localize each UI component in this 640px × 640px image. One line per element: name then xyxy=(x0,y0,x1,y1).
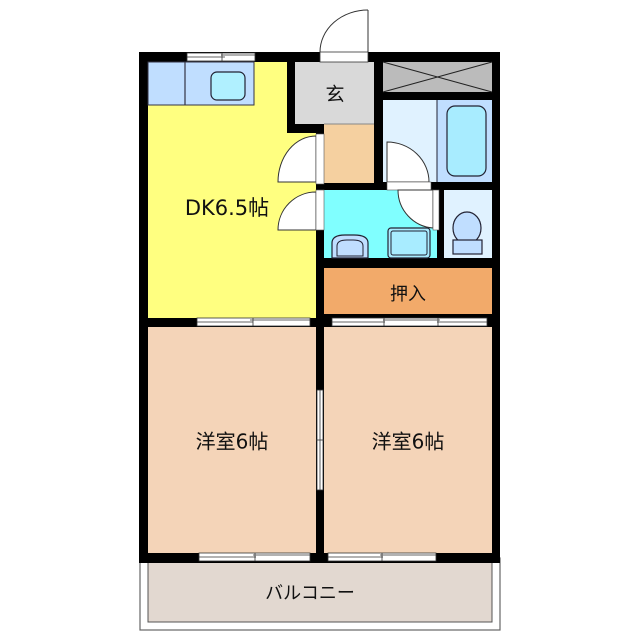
washing-machine-icon xyxy=(387,227,431,259)
bath-door xyxy=(386,141,432,191)
dk-floor xyxy=(148,62,316,318)
western-room-2-floor xyxy=(324,327,492,553)
genkan-floor xyxy=(295,62,374,124)
balcony-floor xyxy=(147,561,493,623)
oshiire-closet xyxy=(324,268,492,314)
sliding-door-dk-room1 xyxy=(196,317,311,327)
balcony-window-room1 xyxy=(198,552,311,562)
bathtub-icon xyxy=(446,105,487,177)
toilet-icon xyxy=(452,211,482,245)
washroom-door xyxy=(277,189,325,231)
sliding-door-between-rooms xyxy=(316,389,324,491)
hall-door xyxy=(277,133,325,185)
balcony-window-room2 xyxy=(327,552,437,562)
sink-icon xyxy=(210,71,246,101)
toilet-door xyxy=(397,189,440,231)
entrance-door xyxy=(319,9,369,63)
hall-floor xyxy=(324,124,374,183)
western-room-1-floor xyxy=(148,327,316,553)
sliding-door-oshiire xyxy=(331,317,488,327)
kitchen-window xyxy=(186,52,256,62)
